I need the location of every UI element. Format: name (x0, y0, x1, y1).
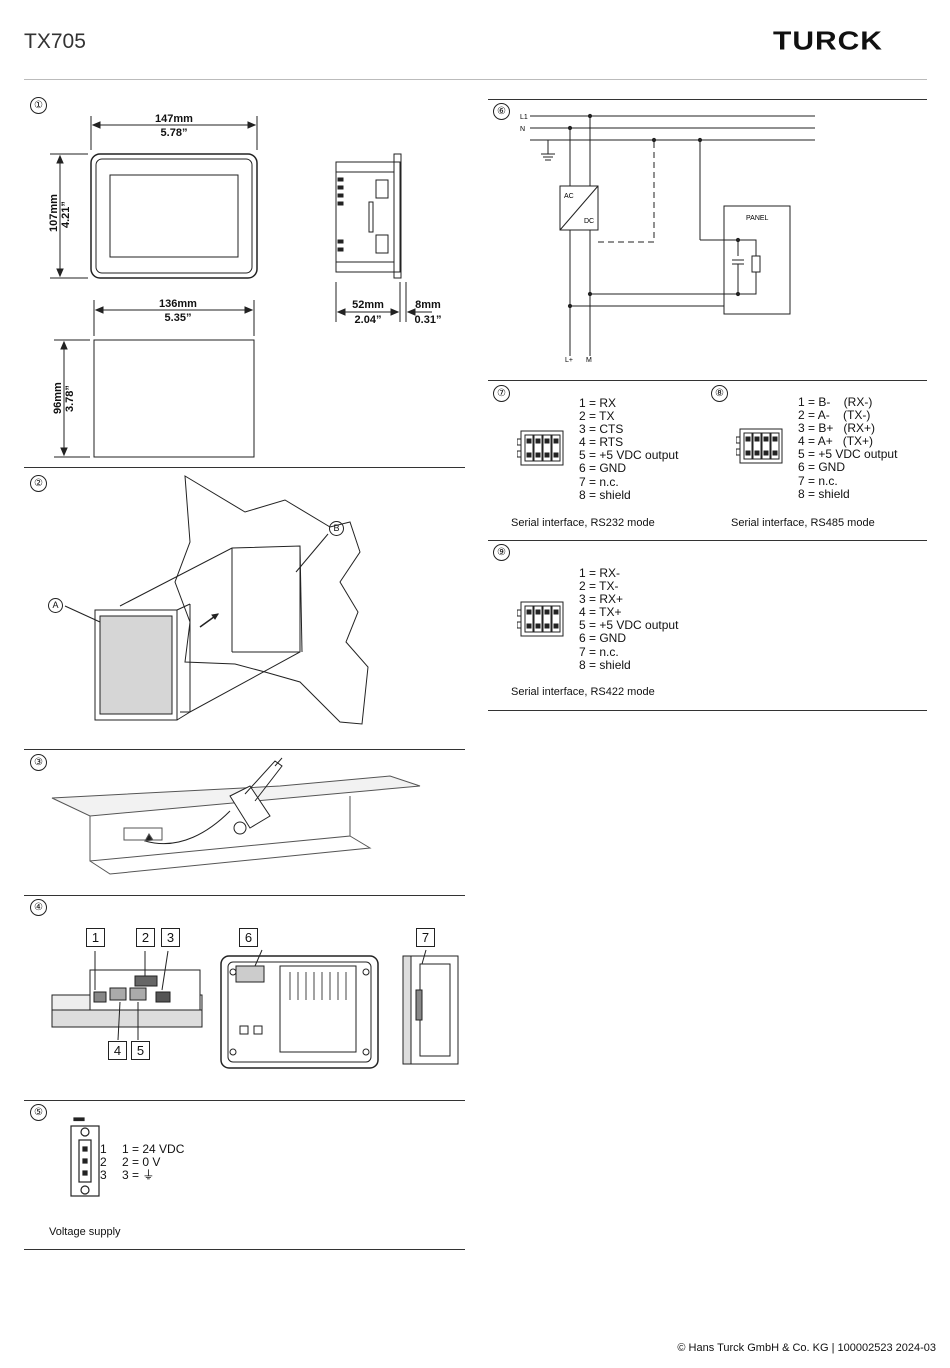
footer-copyright: © Hans Turck GmbH & Co. KG | 100002523 2… (677, 1342, 936, 1354)
power-pin-list: 1 = 24 VDC 2 = 0 V 3 = ⏚ (122, 1142, 185, 1183)
callout-1: 1 (86, 928, 105, 947)
rs485-caption: Serial interface, RS485 mode (731, 517, 875, 529)
installation-drawing (64, 475, 369, 725)
dim-0-31in: 0.31” (414, 314, 442, 326)
divider-6-top (488, 99, 927, 100)
power-line-1: 1 = 24 VDC (122, 1142, 185, 1156)
logo-text: TURCK (773, 28, 883, 54)
callout-6: 6 (239, 928, 258, 947)
section-number-8: ⑧ (711, 385, 728, 402)
callout-4: 4 (108, 1041, 127, 1060)
divider-4 (24, 1100, 465, 1101)
voltage-supply-caption: Voltage supply (49, 1226, 121, 1238)
turck-logo: TURCK (773, 28, 883, 54)
rs485-pin-list: 1 = B- (RX-) 2 = A- (TX-) 3 = B+ (RX+) 4… (798, 395, 898, 501)
section-number-1: ① (30, 97, 47, 114)
section-number-6: ⑥ (493, 103, 510, 120)
divider-9-top (488, 540, 927, 541)
rs485-connector-icon (736, 428, 783, 464)
label-ac: AC (564, 193, 574, 200)
label-m: M (586, 357, 592, 364)
section-number-7: ⑦ (493, 385, 510, 402)
connector-views-drawing (51, 949, 459, 1069)
dim-5-35in: 5.35” (164, 312, 192, 324)
divider-9-bottom (488, 710, 927, 711)
power-line-3: 3 = ⏚ (122, 1168, 155, 1183)
dimension-drawing (50, 116, 432, 458)
label-a: A (48, 598, 63, 613)
label-lplus: L+ (565, 357, 573, 364)
dim-5-78in: 5.78” (160, 127, 188, 139)
rs232-caption: Serial interface, RS232 mode (511, 517, 655, 529)
power-pin-2: 2 (100, 1155, 107, 1170)
divider-1 (24, 467, 465, 468)
rs422-caption: Serial interface, RS422 mode (511, 686, 655, 698)
label-n: N (520, 126, 525, 133)
power-pin-3: 3 (100, 1168, 107, 1183)
section-number-3: ③ (30, 754, 47, 771)
divider-5 (24, 1249, 465, 1250)
dim-96mm: 96mm (52, 382, 64, 414)
power-pin-numbers: 1 2 3 (100, 1142, 107, 1183)
rs232-pin-list: 1 = RX 2 = TX 3 = CTS 4 = RTS 5 = +5 VDC… (579, 396, 679, 502)
rs232-connector-icon (517, 430, 564, 466)
callout-2: 2 (136, 928, 155, 947)
rs422-pin-list: 1 = RX- 2 = TX- 3 = RX+ 4 = TX+ 5 = +5 V… (579, 566, 679, 672)
dim-107mm: 107mm (48, 194, 60, 232)
power-pin-1: 1 (100, 1142, 107, 1156)
wiring-diagram: L1 N AC DC PANEL L+ M (520, 113, 815, 364)
dim-3-78in: 3.78” (64, 385, 76, 412)
divider-2 (24, 749, 465, 750)
label-panel: PANEL (746, 215, 769, 222)
power-line-2: 2 = 0 V (122, 1155, 161, 1170)
document-title: TX705 (24, 30, 86, 53)
dim-4-21in: 4.21” (60, 201, 72, 228)
power-connector-icon (70, 1117, 100, 1197)
header-divider (24, 79, 927, 80)
section-number-4: ④ (30, 899, 47, 916)
dim-147mm: 147mm (155, 113, 193, 125)
dim-2-04in: 2.04” (354, 314, 382, 326)
dim-8mm: 8mm (415, 299, 441, 311)
section-number-9: ⑨ (493, 544, 510, 561)
callout-3: 3 (161, 928, 180, 947)
mounting-clamp-drawing (51, 757, 421, 875)
callout-5: 5 (131, 1041, 150, 1060)
dim-136mm: 136mm (159, 298, 197, 310)
divider-7-top (488, 380, 927, 381)
callout-7: 7 (416, 928, 435, 947)
section-number-5: ⑤ (30, 1104, 47, 1121)
label-b: B (329, 521, 344, 536)
section-number-2: ② (30, 475, 47, 492)
dim-52mm: 52mm (352, 299, 384, 311)
label-l1: L1 (520, 114, 528, 121)
rs422-connector-icon (517, 601, 564, 637)
label-dc: DC (584, 218, 594, 225)
divider-3 (24, 895, 465, 896)
